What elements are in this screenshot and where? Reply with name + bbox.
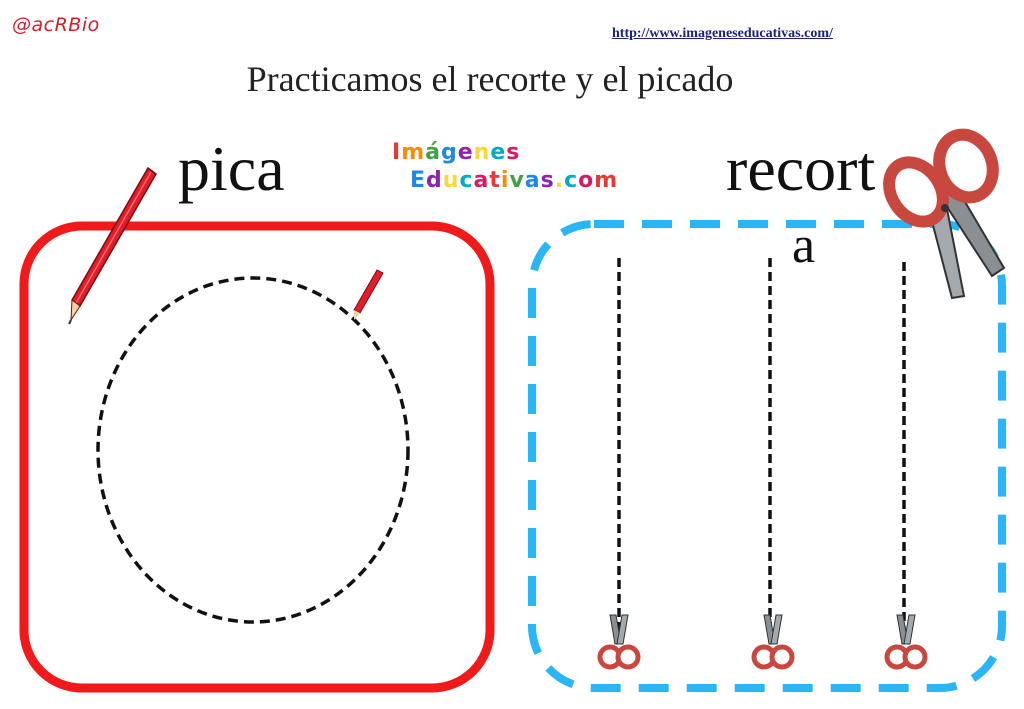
- brand-letter: s: [506, 140, 521, 165]
- brand-letter: á: [425, 140, 441, 165]
- source-link[interactable]: http://www.imageneseducativas.com/: [612, 26, 833, 41]
- scissors-icon: [597, 614, 641, 670]
- brand-letter: I: [392, 140, 402, 165]
- brand-letter: a: [473, 168, 490, 193]
- punch-oval-path: [96, 276, 410, 624]
- brand-letter: c: [564, 168, 579, 193]
- brand-letter: u: [442, 168, 460, 193]
- brand-logo-line1: Imágenes: [392, 140, 520, 165]
- scissors-icon: [884, 614, 928, 670]
- pica-frame: [19, 221, 495, 693]
- brand-letter: c: [459, 168, 474, 193]
- recorta-label-line2: a: [792, 217, 816, 274]
- recorta-label-line1: recort: [726, 133, 876, 204]
- brand-letter: n: [473, 140, 491, 165]
- brand-letter: e: [490, 140, 507, 165]
- brand-letter: o: [578, 168, 595, 193]
- scissors-icon: [751, 614, 795, 670]
- recorta-frame: [528, 220, 1006, 692]
- author-tag: @acRBio: [12, 14, 100, 36]
- brand-letter: m: [594, 168, 619, 193]
- punch-pencil-icon: [353, 269, 384, 320]
- page-title: Practicamos el recorte y el picado: [246, 59, 734, 99]
- brand-letter: t: [489, 168, 501, 193]
- brand-letter: g: [440, 140, 458, 165]
- pica-label: pica: [178, 133, 285, 204]
- brand-letter: .: [554, 168, 565, 193]
- large-scissors-icon: [883, 128, 1006, 300]
- brand-logo-line2: Educativas.com: [410, 168, 618, 193]
- pencil-icon: [68, 166, 157, 325]
- brand-letter: m: [401, 140, 426, 165]
- brand-letter: v: [509, 168, 525, 193]
- brand-letter: i: [500, 168, 510, 193]
- brand-letter: e: [457, 140, 474, 165]
- brand-letter: s: [540, 168, 555, 193]
- brand-letter: d: [426, 168, 443, 193]
- brand-letter: E: [410, 168, 427, 193]
- brand-letter: a: [524, 168, 541, 193]
